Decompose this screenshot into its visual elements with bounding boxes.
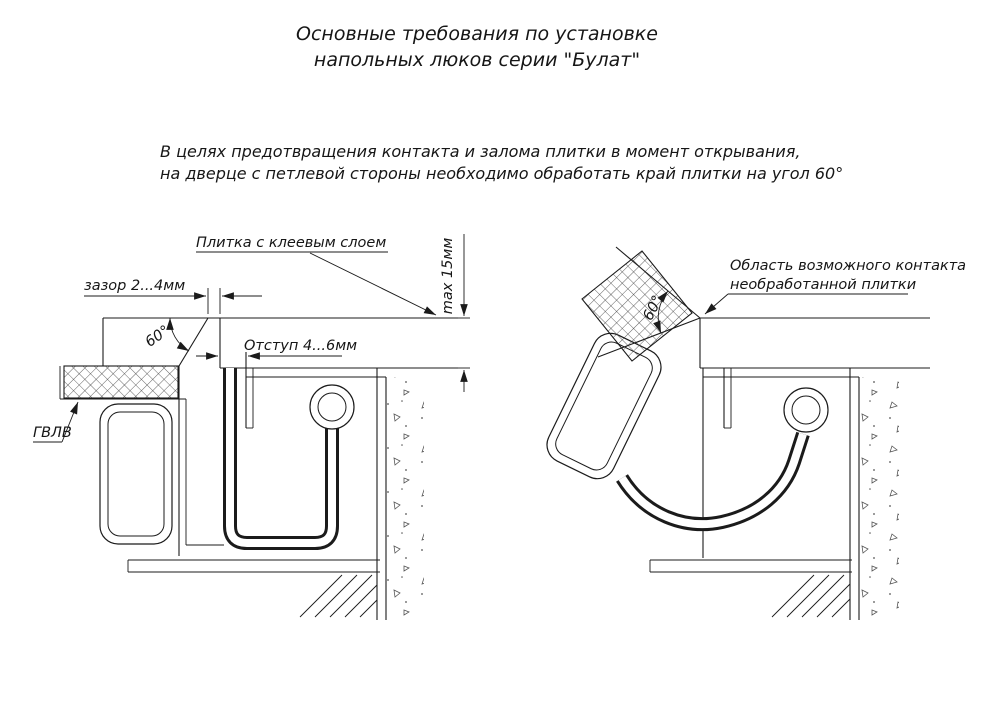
left-hinge-circle: [309, 384, 355, 430]
angle-label-left: 60°: [143, 323, 173, 351]
right-untreated-tile-hatch: [581, 246, 701, 362]
contact-area-label-line-1: Область возможного контакта: [730, 258, 966, 274]
right-diagram: 60° Область возможного контакта необрабо…: [546, 246, 966, 620]
gap-dimension-label: зазор 2...4мм: [84, 278, 185, 294]
note-line-1: В целях предотвращения контакта и залома…: [160, 142, 800, 161]
offset-dimension-label: Отступ 4...6мм: [244, 338, 357, 354]
note-line-2: на дверце с петлевой стороны необходимо …: [160, 164, 843, 183]
title-line-1: Основные требования по установке: [296, 23, 658, 45]
left-gvl-callout: ГВЛВ: [33, 401, 79, 443]
left-tile-adhesive-callout: Плитка с клеевым слоем: [196, 235, 437, 316]
left-angle-dimension: 60°: [143, 317, 190, 352]
left-bottom-section: [127, 559, 380, 618]
right-concrete-hatch: [859, 377, 899, 620]
left-frame-outline: [245, 352, 387, 620]
left-gap-dimension: зазор 2...4мм: [84, 278, 262, 314]
left-max-height-dimension: max 15мм: [440, 234, 470, 392]
left-diagram: Плитка с клеевым слоем зазор 2...4мм 60°…: [33, 234, 470, 620]
right-bottom-section: [649, 559, 852, 618]
title-line-2: напольных люков серии "Булат": [314, 49, 640, 71]
right-contact-area-callout: Область возможного контакта необработанн…: [704, 258, 966, 315]
left-gvl-hatch: [59, 365, 186, 400]
max-height-dimension-label: max 15мм: [440, 238, 456, 315]
left-door-profile: [99, 366, 339, 556]
left-offset-dimension: Отступ 4...6мм: [196, 338, 357, 360]
gvl-label: ГВЛВ: [33, 425, 72, 441]
right-frame-outline: [702, 368, 860, 620]
left-concrete-hatch: [386, 377, 424, 620]
contact-area-label-line-2: необработанной плитки: [730, 277, 916, 293]
right-tile-outline: [699, 317, 930, 369]
right-door-profile: [546, 332, 810, 532]
tile-adhesive-label: Плитка с клеевым слоем: [196, 235, 386, 251]
right-hinge-circle: [783, 387, 829, 433]
